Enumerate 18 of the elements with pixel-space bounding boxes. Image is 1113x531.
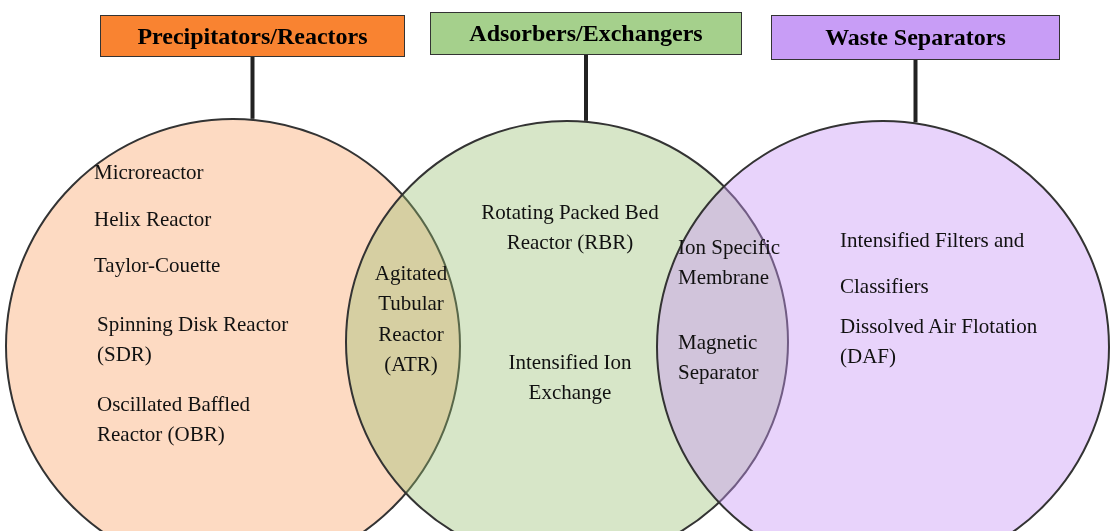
category-label: Waste Separators <box>771 15 1060 60</box>
equipment-label: Oscillated Baffled Reactor (OBR) <box>97 391 251 449</box>
equipment-label: Taylor-Couette <box>94 252 222 279</box>
connector-line <box>584 55 588 121</box>
equipment-label: Ion Specific Membrane <box>678 234 782 292</box>
category-label: Adsorbers/Exchangers <box>430 12 742 55</box>
equipment-label: Intensified Filters and Classifiers <box>840 227 1026 301</box>
equipment-label: Rotating Packed Bed Reactor (RBR) <box>480 199 660 257</box>
connector-line <box>913 60 918 123</box>
category-label: Precipitators/Reactors <box>100 15 405 57</box>
equipment-label: Magnetic Separator <box>678 329 760 387</box>
equipment-label: Dissolved Air Flotation (DAF) <box>840 313 1039 371</box>
equipment-label: Agitated Tubular Reactor (ATR) <box>373 260 449 379</box>
connector-line <box>250 57 255 119</box>
equipment-label: Intensified Ion Exchange <box>507 349 633 407</box>
equipment-label: Spinning Disk Reactor (SDR) <box>97 311 290 369</box>
equipment-label: Helix Reactor <box>94 206 213 233</box>
equipment-label: Microreactor <box>94 159 205 186</box>
